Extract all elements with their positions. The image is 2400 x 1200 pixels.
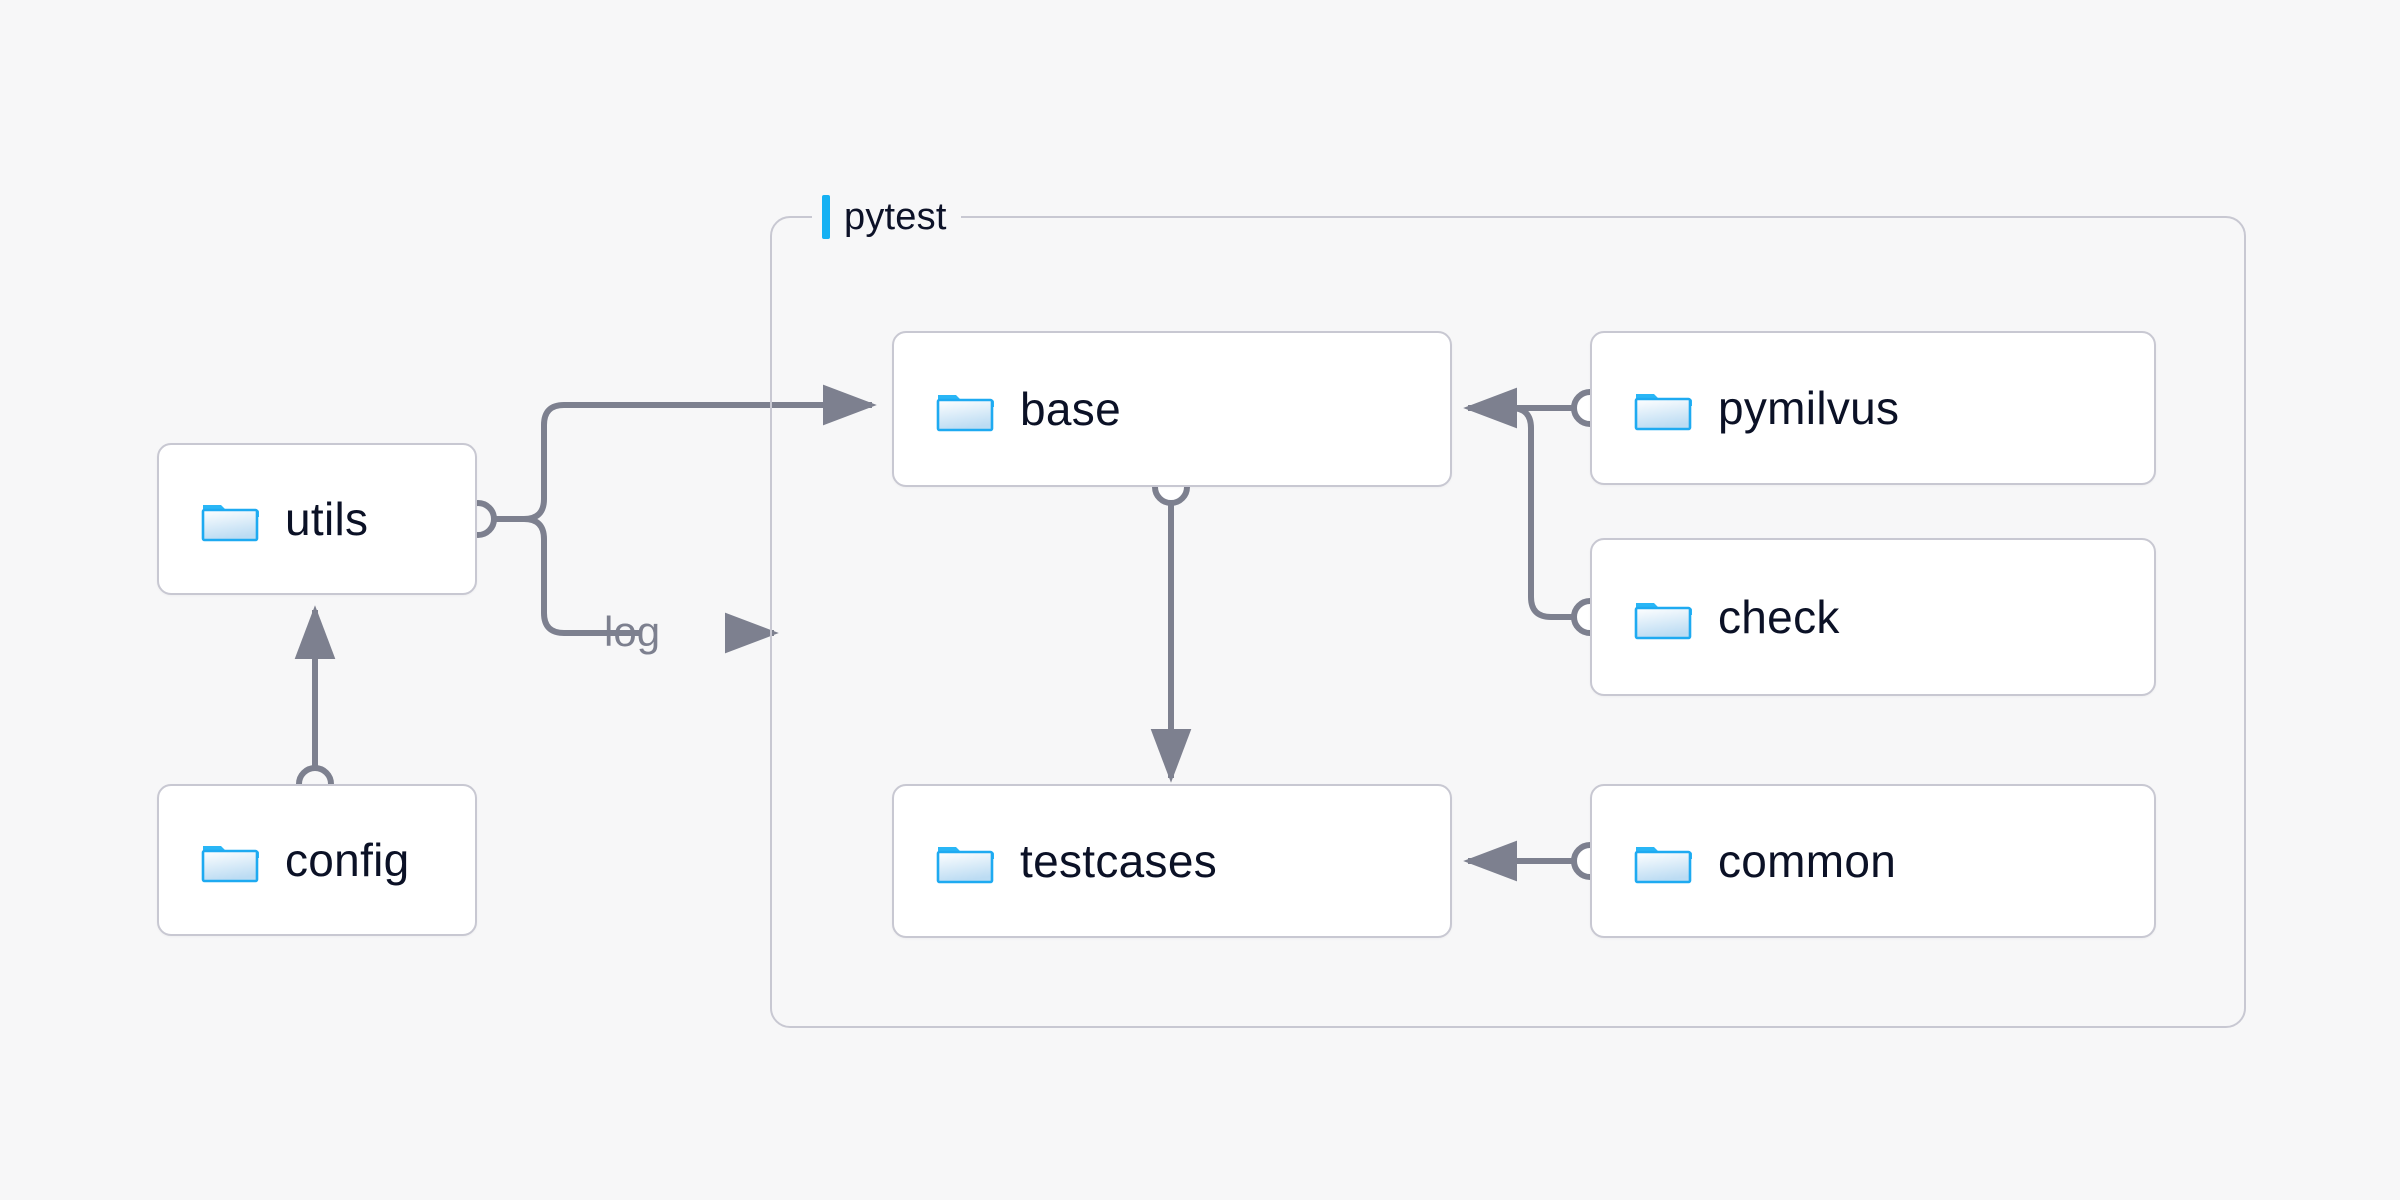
- node-config[interactable]: config: [157, 784, 477, 936]
- node-utils[interactable]: utils: [157, 443, 477, 595]
- group-accent-bar: [822, 195, 830, 239]
- group-container-pytest: [770, 216, 2246, 1028]
- group-label-pytest: pytest: [812, 190, 961, 244]
- node-label: base: [1020, 383, 1121, 435]
- group-title-text: pytest: [844, 195, 947, 238]
- node-base[interactable]: base: [892, 331, 1452, 487]
- folder-icon: [936, 386, 994, 432]
- folder-icon: [1634, 385, 1692, 431]
- folder-icon: [201, 496, 259, 542]
- edge-label-log: log: [604, 608, 661, 655]
- folder-icon: [1634, 594, 1692, 640]
- folder-icon: [1634, 838, 1692, 884]
- folder-icon: [936, 838, 994, 884]
- folder-icon: [201, 837, 259, 883]
- node-label: pymilvus: [1718, 382, 1900, 434]
- node-label: utils: [285, 493, 369, 545]
- node-testcases[interactable]: testcases: [892, 784, 1452, 938]
- node-pymilvus[interactable]: pymilvus: [1590, 331, 2156, 485]
- node-label: config: [285, 834, 410, 886]
- node-common[interactable]: common: [1590, 784, 2156, 938]
- node-check[interactable]: check: [1590, 538, 2156, 696]
- node-label: common: [1718, 835, 1897, 887]
- node-label: testcases: [1020, 835, 1218, 887]
- node-label: check: [1718, 591, 1840, 643]
